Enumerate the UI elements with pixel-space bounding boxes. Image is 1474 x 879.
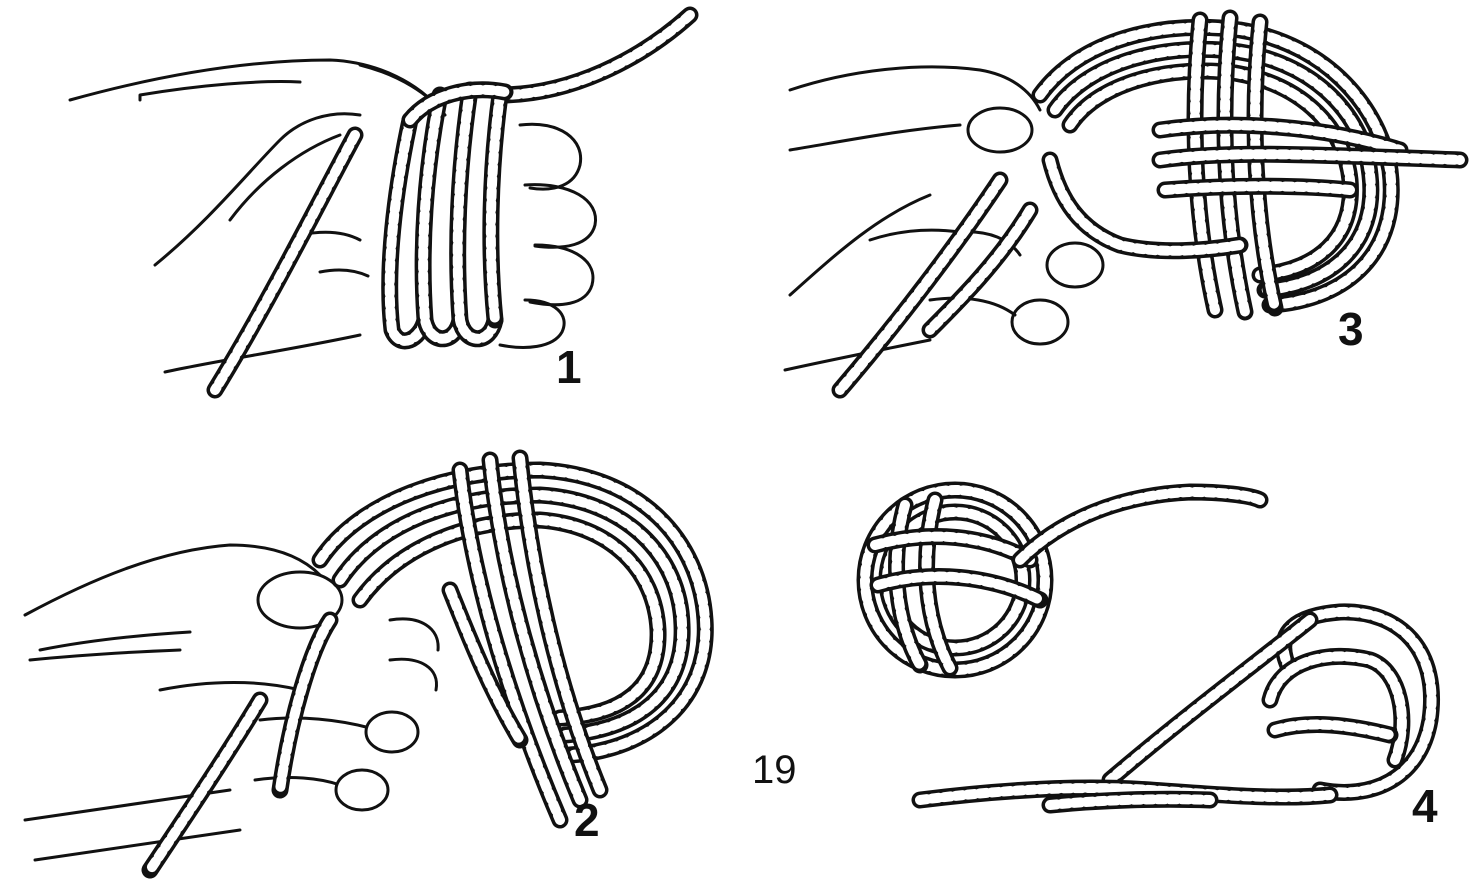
fingernail-step-2a bbox=[366, 712, 418, 752]
thumbnail-step-3 bbox=[968, 108, 1032, 152]
rope-loops-step-1 bbox=[215, 15, 690, 390]
step-label-3: 3 bbox=[1338, 303, 1364, 355]
hand-outline-step-1 bbox=[70, 60, 596, 372]
fingernail-step-3b bbox=[1012, 300, 1068, 344]
step-label-4: 4 bbox=[1412, 780, 1438, 832]
step-label-2: 2 bbox=[574, 794, 600, 846]
fingernail-step-3a bbox=[1047, 243, 1103, 287]
figure-number: 19 bbox=[752, 748, 797, 792]
rope-ball-step-2 bbox=[150, 458, 705, 870]
panel-step-4: 4 bbox=[865, 490, 1438, 832]
finished-knot-ball bbox=[865, 490, 1260, 670]
panel-step-1: 1 bbox=[70, 15, 690, 393]
rope-ball-step-3 bbox=[840, 18, 1460, 390]
step-label-1: 1 bbox=[556, 341, 582, 393]
panel-step-2: 2 bbox=[25, 458, 705, 870]
fingernail-step-2b bbox=[336, 770, 388, 810]
panel-step-3: 3 bbox=[785, 18, 1460, 390]
